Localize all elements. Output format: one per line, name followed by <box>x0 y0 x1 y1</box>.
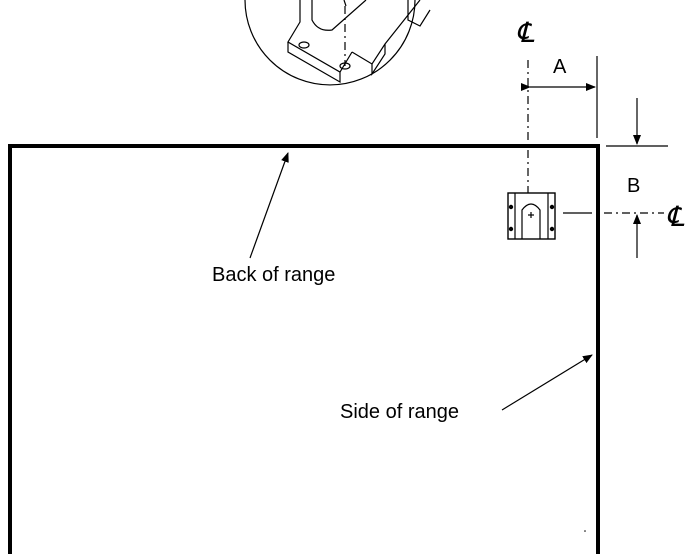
dimension-b: B <box>606 98 668 258</box>
back-of-range-label: Back of range <box>212 264 335 286</box>
bracket-detail-icon <box>287 0 431 84</box>
centerline-symbol-right: ℄ <box>666 200 685 233</box>
anti-tip-bracket-icon <box>507 192 556 240</box>
side-of-range-callout: Side of range <box>340 354 593 423</box>
horizontal-centerline: ℄ <box>563 200 685 233</box>
centerline-symbol-top: ℄ <box>516 16 535 49</box>
dimension-b-label: B <box>627 175 640 197</box>
range-outline <box>8 144 600 554</box>
dimension-a: A <box>521 56 598 138</box>
back-of-range-callout: Back of range <box>212 152 335 286</box>
dimension-a-label: A <box>553 56 567 78</box>
detail-circle <box>244 0 431 86</box>
stray-dot <box>584 530 586 532</box>
side-of-range-label: Side of range <box>340 401 459 423</box>
vertical-centerline: ℄ <box>516 16 535 193</box>
